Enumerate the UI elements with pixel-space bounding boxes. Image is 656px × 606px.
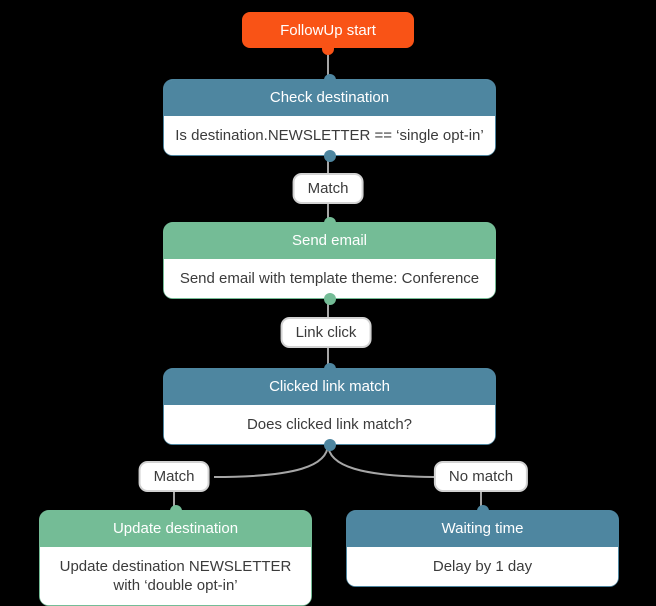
node-title: Waiting time	[347, 511, 618, 547]
node-body: Send email with template theme: Conferen…	[164, 259, 495, 298]
start-node-followup[interactable]: FollowUp start	[242, 12, 414, 55]
node-title: Check destination	[164, 80, 495, 116]
connector-dot	[322, 42, 334, 55]
connector-dot	[476, 504, 489, 517]
node-waiting-time[interactable]: Waiting time Delay by 1 day	[346, 504, 619, 587]
connector-dot	[323, 149, 336, 162]
node-send-email[interactable]: Send email Send email with template them…	[163, 216, 496, 305]
edge-label-no-match[interactable]: No match	[433, 461, 529, 492]
node-clicked-link-match[interactable]: Clicked link match Does clicked link mat…	[163, 362, 496, 451]
start-node-label: FollowUp start	[280, 21, 376, 39]
node-title: Clicked link match	[164, 369, 495, 405]
edge-label-match-branch[interactable]: Match	[138, 461, 210, 492]
workflow-canvas: FollowUp start Check destination Is dest…	[39, 12, 619, 606]
branch-line-match	[213, 443, 329, 478]
connector-dot	[323, 362, 336, 375]
node-body: Does clicked link match?	[164, 405, 495, 444]
connector-dot	[169, 504, 182, 517]
node-title: Update destination	[40, 511, 311, 547]
node-body: Update destination NEWSLETTER with ‘doub…	[40, 547, 311, 605]
node-title: Send email	[164, 223, 495, 259]
node-check-destination[interactable]: Check destination Is destination.NEWSLET…	[163, 73, 496, 162]
edge-label-link-click[interactable]: Link click	[280, 317, 372, 348]
branch-line-no-match	[327, 443, 443, 478]
node-body: Delay by 1 day	[347, 547, 618, 586]
connector-dot	[323, 216, 336, 229]
connector-dot	[323, 292, 336, 305]
node-update-destination[interactable]: Update destination Update destination NE…	[39, 504, 312, 606]
edge-label-match-top[interactable]: Match	[292, 173, 364, 204]
node-body: Is destination.NEWSLETTER == ‘single opt…	[164, 116, 495, 155]
connector-dot	[323, 73, 336, 86]
connector-dot	[323, 438, 336, 451]
